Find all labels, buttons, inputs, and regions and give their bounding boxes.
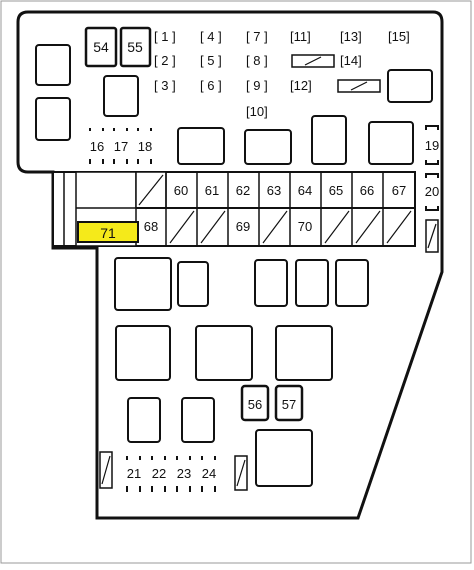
relay-lower-9 <box>127 397 161 443</box>
fuse-67: 67 <box>392 183 406 198</box>
fuse-61: 61 <box>205 183 219 198</box>
relay-lower-3 <box>254 259 288 307</box>
fuse-63: 63 <box>267 183 281 198</box>
fuse-6: [ 6 ] <box>200 78 222 93</box>
relay-54-label: 54 <box>93 39 109 55</box>
fuse-21: 21 <box>127 466 141 481</box>
relay-lower-8 <box>275 325 333 381</box>
fuse-19-bracket <box>425 125 439 165</box>
fuse-18: 18 <box>138 139 152 154</box>
relay-55-label: 55 <box>127 39 143 55</box>
small-fuse-row-3: [ 3 ] [ 6 ] [ 9 ] [12] <box>154 78 381 93</box>
fuse-8: [ 8 ] <box>246 53 268 68</box>
fuse-14: [14] <box>340 53 362 68</box>
relay-row2-d <box>368 121 414 165</box>
fuse-7: [ 7 ] <box>246 29 268 44</box>
vertical-fuses: 16 17 18 <box>89 128 152 164</box>
relay-lower-1 <box>114 257 172 311</box>
relay-lower-6 <box>115 325 171 381</box>
relay-row2-c <box>311 115 347 165</box>
fuse-13: [13] <box>340 29 362 44</box>
fuse-66: 66 <box>360 183 374 198</box>
relay-lower-2 <box>177 261 209 307</box>
fuse-12: [12] <box>290 78 312 93</box>
fuse-68: 68 <box>144 219 158 234</box>
fuse-box-outline <box>16 10 444 520</box>
fuse-11: [11] <box>290 29 311 44</box>
relay-lower-10 <box>181 397 215 443</box>
fuse-62: 62 <box>236 183 250 198</box>
fuse-69: 69 <box>236 219 250 234</box>
fuse-20: 20 <box>425 184 439 199</box>
fuse-9: [ 9 ] <box>246 78 268 93</box>
fuse-16: 16 <box>90 139 104 154</box>
relay-56-label: 56 <box>248 397 262 412</box>
left-relay-2 <box>35 97 71 141</box>
relay-row2-a <box>177 127 225 165</box>
relay-56 <box>240 384 270 422</box>
relay-lower-7 <box>195 325 253 381</box>
relay-lower-4 <box>295 259 329 307</box>
relay-55 <box>119 26 152 68</box>
fuse-3: [ 3 ] <box>154 78 176 93</box>
fuse-17: 17 <box>114 139 128 154</box>
fuse-22: 22 <box>152 466 166 481</box>
fuse-1: [ 1 ] <box>154 29 176 44</box>
relay-top-right <box>387 69 433 103</box>
fuse-70: 70 <box>298 219 312 234</box>
relay-57 <box>274 384 304 422</box>
relay-lower-11 <box>255 429 313 487</box>
fuse-71: 71 <box>100 225 116 241</box>
bottom-fuses: 21 22 23 24 <box>126 456 216 492</box>
relay-row2-b <box>244 129 292 165</box>
fuse-15: [15] <box>388 29 410 44</box>
small-fuse-row-2: [ 2 ] [ 5 ] [ 8 ] [14] <box>154 53 362 68</box>
fuse-24: 24 <box>202 466 216 481</box>
fuse-60: 60 <box>174 183 188 198</box>
fuse-5: [ 5 ] <box>200 53 222 68</box>
small-fuse-row-1: [ 1 ] [ 4 ] [ 7 ] [11] [13] [15] <box>154 29 410 44</box>
fuse-23: 23 <box>177 466 191 481</box>
fuse-65: 65 <box>329 183 343 198</box>
fuse-20-bracket <box>425 173 439 211</box>
relay-57-label: 57 <box>282 397 296 412</box>
fuse-71-highlight <box>77 221 139 243</box>
left-relay-1 <box>35 44 71 86</box>
relay-lower-5 <box>335 259 369 307</box>
fuse-10: [10] <box>246 104 268 119</box>
fuse-64: 64 <box>298 183 312 198</box>
fuse-19: 19 <box>425 138 439 153</box>
relay-below-55 <box>103 75 139 117</box>
fuse-2: [ 2 ] <box>154 53 176 68</box>
fuse-4: [ 4 ] <box>200 29 222 44</box>
relay-54 <box>84 26 118 68</box>
